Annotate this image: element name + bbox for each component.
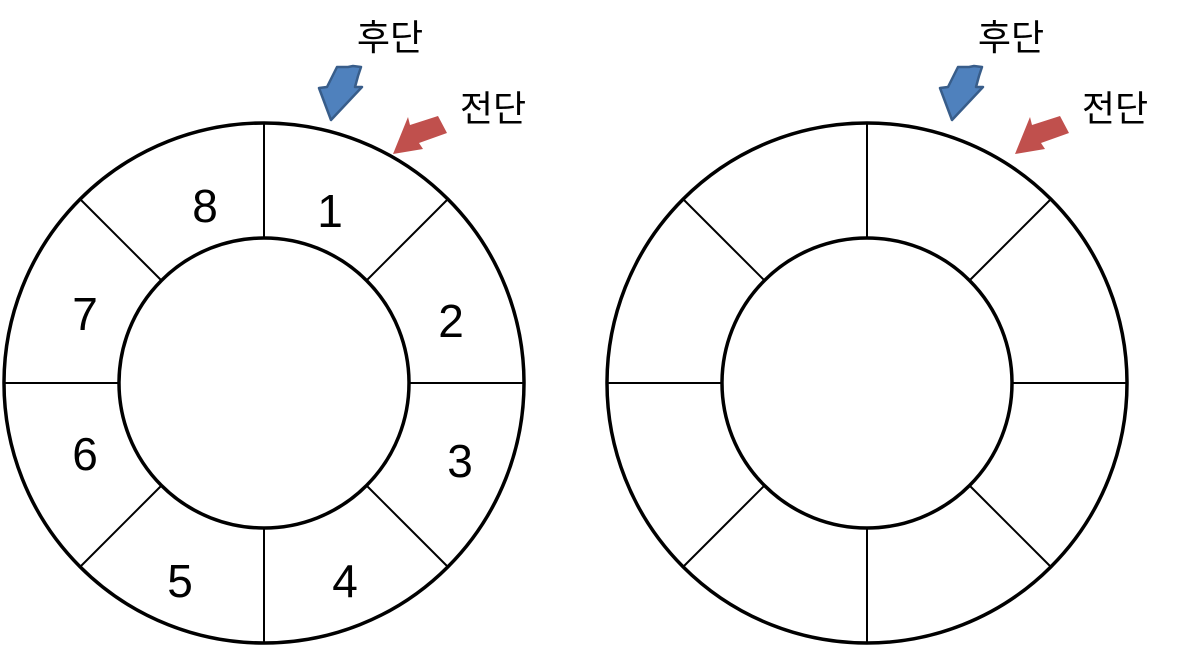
queue-slot-3: 3 xyxy=(447,435,473,487)
front-pointer-arrow-icon xyxy=(393,116,447,154)
front-pointer-label: 전단 xyxy=(460,89,526,130)
queue-slot-7: 7 xyxy=(72,288,98,340)
rear-pointer-label: 후단 xyxy=(357,18,423,59)
slot-divider xyxy=(682,198,765,281)
queue-slot-1: 1 xyxy=(317,185,343,237)
slot-divider xyxy=(969,198,1052,281)
circular-queue-empty: 후단 전단 xyxy=(605,18,1148,645)
slot-divider xyxy=(79,198,162,281)
slot-divider xyxy=(366,198,449,281)
queue-slot-8: 8 xyxy=(192,180,218,232)
inner-ring xyxy=(117,236,411,530)
circular-queue-filled: 1 2 3 4 5 6 7 8 후단 전단 xyxy=(2,18,526,645)
front-pointer-arrow-icon xyxy=(1015,116,1069,154)
rear-pointer-label: 후단 xyxy=(978,18,1044,59)
queue-slot-5: 5 xyxy=(167,555,193,607)
rear-pointer-arrow-icon xyxy=(317,64,364,122)
queue-slot-6: 6 xyxy=(72,428,98,480)
slot-divider xyxy=(969,485,1052,568)
slot-divider xyxy=(682,485,765,568)
slot-divider xyxy=(79,485,162,568)
front-pointer-label: 전단 xyxy=(1082,89,1148,130)
inner-ring xyxy=(720,236,1014,530)
queue-slot-4: 4 xyxy=(332,555,358,607)
rear-pointer-arrow-icon xyxy=(938,64,985,122)
slot-divider xyxy=(366,485,449,568)
queue-slot-2: 2 xyxy=(438,295,464,347)
